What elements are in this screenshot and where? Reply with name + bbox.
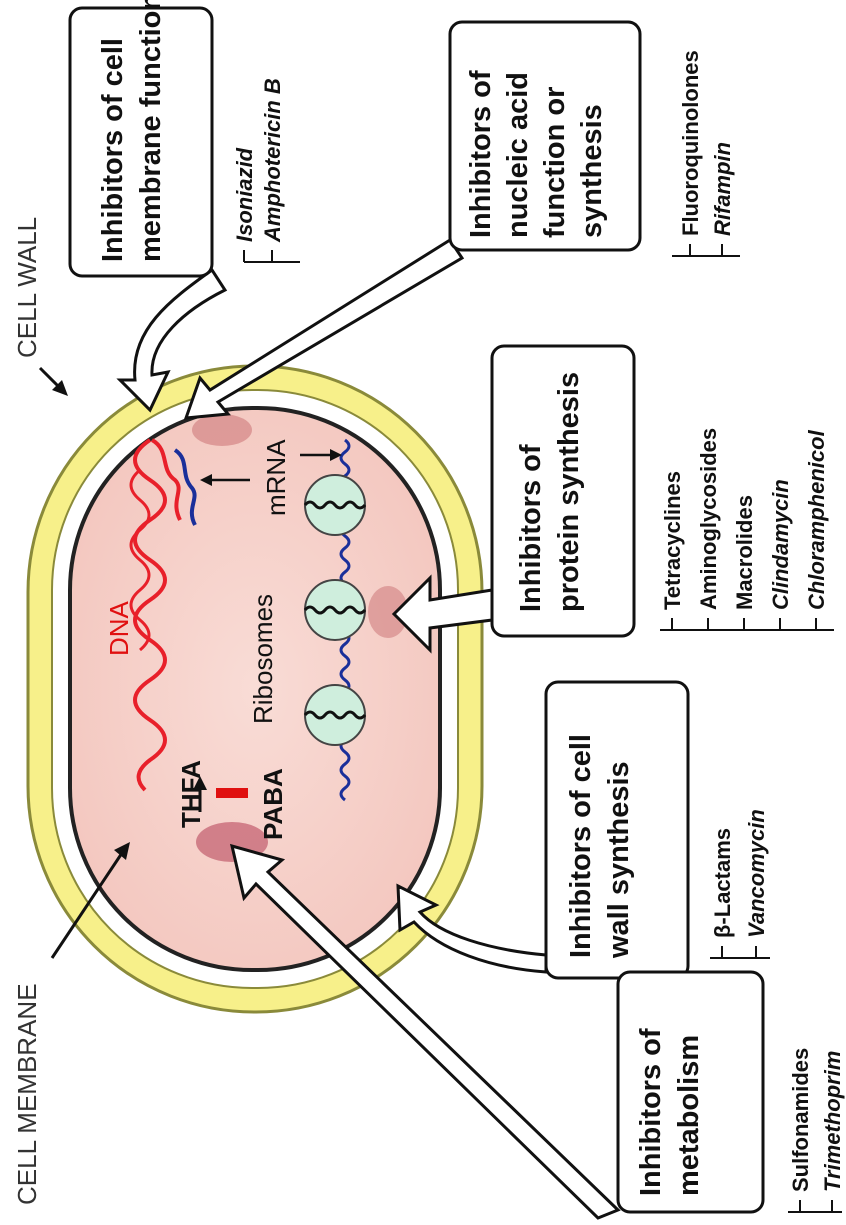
drug-sulfonamides: Sulfonamides xyxy=(788,1048,813,1192)
drug-isoniazid: Isoniazid xyxy=(232,147,257,242)
wall-inhibitor-arrow xyxy=(398,886,546,972)
drug-clindamycin: Clindamycin xyxy=(768,479,793,610)
ribosome xyxy=(305,685,365,745)
drug-macrolides: Macrolides xyxy=(732,495,757,610)
pathway-block-bar xyxy=(216,788,248,798)
drug-amphotericin-b: Amphotericin B xyxy=(260,78,285,243)
drug-tetracyclines: Tetracyclines xyxy=(660,471,685,610)
wall-box-line1: Inhibitors of cell xyxy=(565,734,597,958)
membrane-box-line2: membrane function xyxy=(135,0,167,262)
protein-box-line2: protein synthesis xyxy=(553,372,585,612)
dna-label: DNA xyxy=(104,600,134,656)
protein-box-line1: Inhibitors of xyxy=(515,444,547,612)
membrane-drug-list: Isoniazid Amphotericin B xyxy=(232,78,300,262)
metabolism-box-line2: metabolism xyxy=(673,1035,705,1196)
mrna-label: mRNA xyxy=(261,439,291,516)
ribosome xyxy=(305,580,365,640)
nucleic-box-line3: function or xyxy=(539,87,571,238)
metabolism-box-line1: Inhibitors of xyxy=(635,1028,667,1196)
protein-drug-list: Tetracyclines Aminoglycosides Macrolides… xyxy=(660,428,834,630)
ribosomes-label: Ribosomes xyxy=(248,594,278,724)
drug-trimethoprim: Trimethoprim xyxy=(820,1051,845,1192)
nucleic-drug-list: Fluoroquinolones Rifampin xyxy=(672,50,740,256)
wall-box-line2: wall synthesis xyxy=(603,761,635,959)
cell-membrane-label: CELL MEMBRANE xyxy=(12,983,42,1205)
target-spot-nucleic xyxy=(192,414,252,446)
drug-vancomycin: Vancomycin xyxy=(744,809,769,938)
nucleic-box-line2: nucleic acid xyxy=(502,72,534,238)
drug-fluoroquinolones: Fluoroquinolones xyxy=(678,50,703,236)
drug-aminoglycosides: Aminoglycosides xyxy=(696,428,721,610)
membrane-box-line1: Inhibitors of cell xyxy=(97,38,129,262)
nucleic-box-line1: Inhibitors of xyxy=(465,70,497,238)
nucleic-box-line4: synthesis xyxy=(576,104,608,238)
paba-label: PABA xyxy=(258,768,288,840)
drug-chloramphenicol: Chloramphenicol xyxy=(804,429,829,610)
drug-beta-lactams: β-Lactams xyxy=(710,828,735,938)
metabolism-drug-list: Sulfonamides Trimethoprim xyxy=(788,1048,845,1212)
ribosome xyxy=(305,475,365,535)
drug-rifampin: Rifampin xyxy=(710,142,735,236)
cell-wall-label: CELL WALL xyxy=(12,217,42,358)
wall-drug-list: β-Lactams Vancomycin xyxy=(710,809,770,958)
thfa-label: THFA xyxy=(176,760,206,828)
